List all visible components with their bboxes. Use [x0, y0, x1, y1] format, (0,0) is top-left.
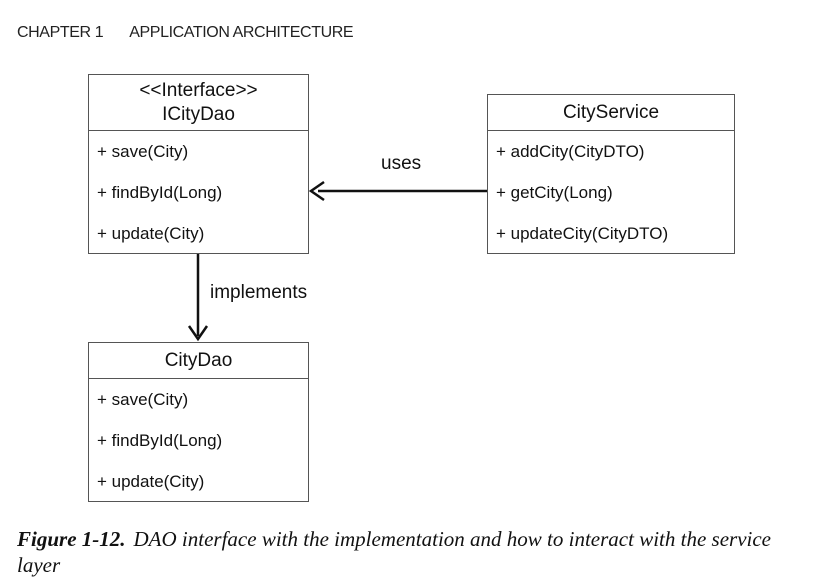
section-title: APPLICATION ARCHITECTURE: [129, 24, 354, 41]
figure-caption-text: DAO interface with the implementation an…: [17, 527, 771, 577]
citydao-op-save: + save(City): [97, 390, 189, 409]
chapter-label: CHAPTER 1: [17, 24, 104, 41]
cityservice-name: CityService: [488, 95, 734, 131]
icitydao-op-update: + update(City): [97, 224, 205, 243]
icitydao-operations: + save(City) + findById(Long) + update(C…: [89, 131, 308, 254]
uses-label: uses: [381, 153, 422, 174]
cityservice-operations: + addCity(CityDTO) + getCity(Long) + upd…: [488, 131, 734, 254]
icitydao-op-save: + save(City): [97, 142, 189, 161]
icitydao-name: ICityDao: [162, 104, 235, 125]
citydao-operations: + save(City) + findById(Long) + update(C…: [89, 379, 308, 502]
citydao-name: CityDao: [89, 343, 308, 379]
implements-label: implements: [210, 282, 308, 303]
icitydao-header: <<Interface>> ICityDao: [89, 75, 308, 131]
cityservice-op-addcity: + addCity(CityDTO): [496, 142, 645, 161]
citydao-op-findbyid: + findById(Long): [97, 431, 223, 450]
figure-number: Figure 1-12.: [17, 527, 126, 551]
page-header: CHAPTER 1 APPLICATION ARCHITECTURE: [17, 24, 354, 42]
cityservice-op-getcity: + getCity(Long): [496, 183, 613, 202]
icitydao-interface-box: <<Interface>> ICityDao + save(City) + fi…: [88, 74, 309, 254]
citydao-class-box: CityDao + save(City) + findById(Long) + …: [88, 342, 309, 502]
uses-arrow-head: [308, 180, 325, 202]
cityservice-op-updatecity: + updateCity(CityDTO): [496, 224, 669, 243]
icitydao-stereotype: <<Interface>>: [139, 80, 258, 101]
citydao-op-update: + update(City): [97, 472, 205, 491]
figure-caption: Figure 1-12.DAO interface with the imple…: [17, 526, 807, 578]
icitydao-op-findbyid: + findById(Long): [97, 183, 223, 202]
cityservice-class-box: CityService + addCity(CityDTO) + getCity…: [487, 94, 735, 254]
implements-arrow-head: [187, 325, 209, 342]
